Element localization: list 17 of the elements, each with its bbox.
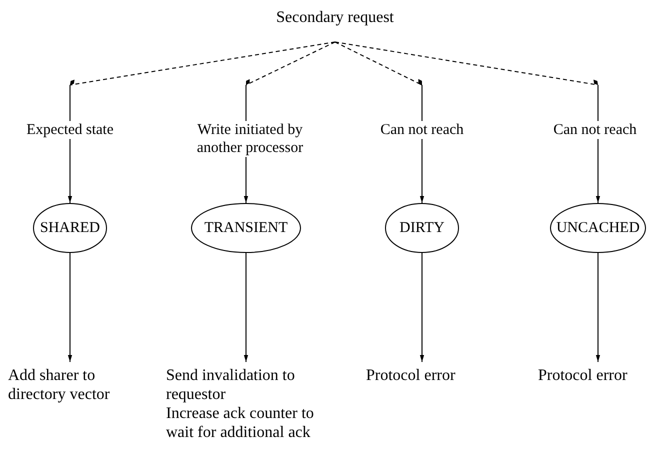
arrow: [420, 252, 424, 362]
action-text: Add sharer to directory vector: [8, 366, 111, 404]
action-text: Protocol error: [366, 366, 456, 385]
arrow: [596, 252, 600, 362]
arrow: [68, 252, 72, 362]
arrow: [68, 42, 336, 204]
state-label: UNCACHED: [556, 220, 640, 236]
state-label: SHARED: [40, 220, 100, 236]
action-text: Protocol error: [538, 366, 628, 385]
arrow: [244, 252, 248, 362]
action-text: Increase ack counter to wait for additional ack: [166, 404, 315, 442]
arrow: [334, 42, 424, 204]
action-text: Send invalidation to requestor: [166, 366, 296, 404]
state-label: DIRTY: [400, 220, 444, 236]
state-label: TRANSIENT: [204, 220, 288, 236]
root-label: Secondary request: [275, 8, 395, 27]
arrow: [334, 42, 600, 204]
